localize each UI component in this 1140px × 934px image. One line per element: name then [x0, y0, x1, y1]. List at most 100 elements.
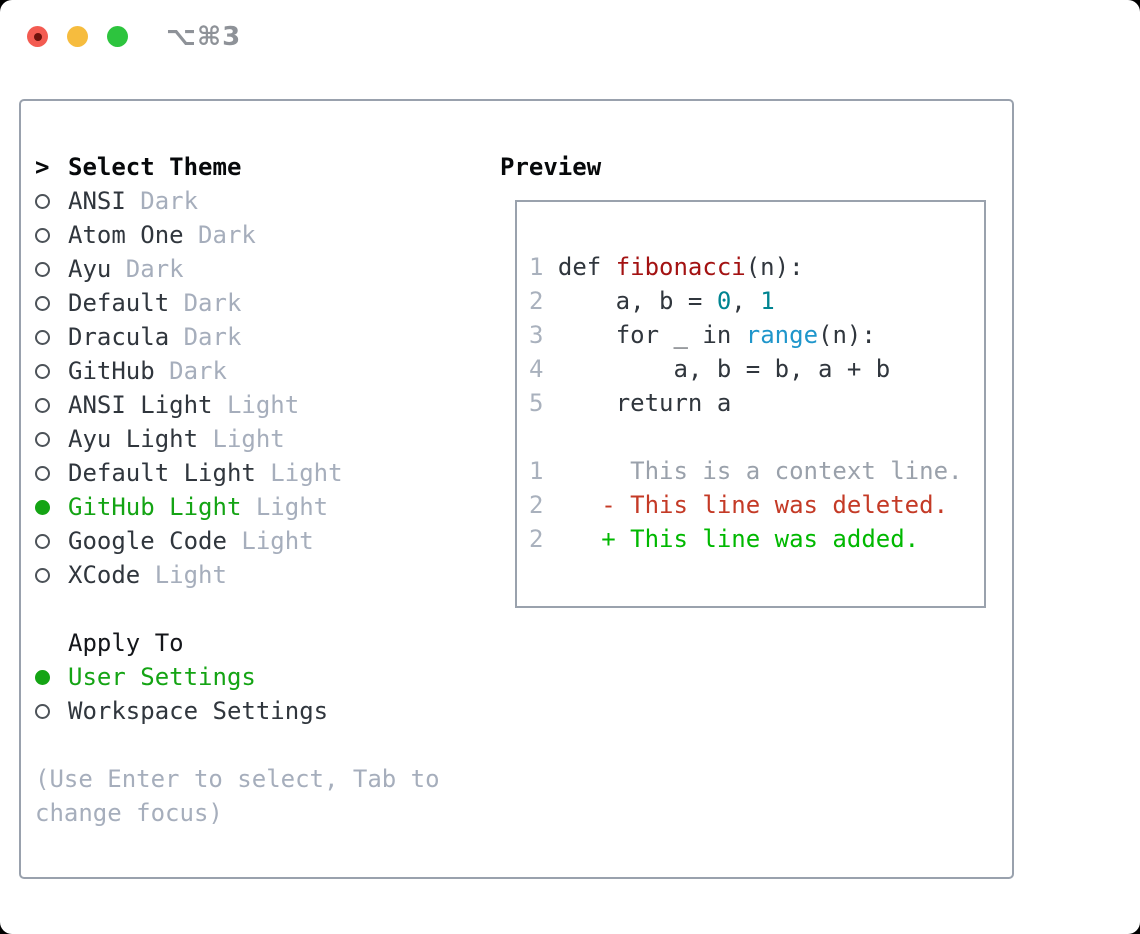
line-number: 2 — [529, 491, 544, 519]
zoom-button[interactable] — [107, 26, 128, 47]
theme-variant-label: Light — [212, 391, 300, 419]
theme-variant-label: Dark — [154, 357, 227, 385]
radio-cell — [35, 388, 68, 422]
theme-option-dracula[interactable]: Dracula Dark — [35, 320, 440, 354]
radio-icon — [35, 330, 50, 345]
theme-option-google-code[interactable]: Google Code Light — [35, 524, 440, 558]
theme-name: Google Code — [68, 527, 227, 555]
radio-icon — [35, 228, 50, 243]
theme-option-ayu-light[interactable]: Ayu Light Light — [35, 422, 440, 456]
radio-cell — [35, 490, 68, 524]
theme-option-ansi[interactable]: ANSI Dark — [35, 184, 440, 218]
radio-cell — [35, 320, 68, 354]
theme-option-github-light[interactable]: GitHub Light Light — [35, 490, 440, 524]
theme-option-github[interactable]: GitHub Dark — [35, 354, 440, 388]
radio-icon — [35, 398, 50, 413]
radio-cell — [35, 252, 68, 286]
theme-variant-label: Dark — [169, 323, 242, 351]
theme-option-xcode[interactable]: XCode Light — [35, 558, 440, 592]
code-token-kw: def — [557, 253, 616, 281]
preview-line: 1 This is a context line. — [529, 454, 984, 488]
radio-cell — [35, 354, 68, 388]
radio-icon — [35, 466, 50, 481]
code-token-plain — [543, 525, 601, 553]
radio-icon — [35, 194, 50, 209]
code-token-plain: a — [702, 389, 732, 417]
code-token-plain — [543, 491, 601, 519]
code-token-kw: return — [615, 389, 703, 417]
theme-name: Atom One — [68, 221, 184, 249]
spacer — [35, 728, 440, 762]
preview-line: 5 return a — [529, 386, 984, 420]
minimize-button[interactable] — [67, 26, 88, 47]
preview-line: 1 def fibonacci(n): — [529, 250, 984, 284]
apply-option-user-settings[interactable]: User Settings — [35, 660, 440, 694]
code-token-plain — [543, 389, 615, 417]
code-token-plain: a, b = — [543, 287, 717, 315]
close-button[interactable] — [27, 26, 48, 47]
select-theme-header: >Select Theme — [35, 150, 440, 184]
code-token-del: - This line was deleted. — [601, 491, 949, 519]
theme-option-default[interactable]: Default Dark — [35, 286, 440, 320]
theme-option-default-light[interactable]: Default Light Light — [35, 456, 440, 490]
theme-name: XCode — [68, 561, 141, 589]
theme-name: Dracula — [68, 323, 170, 351]
theme-name: Default Light — [68, 459, 256, 487]
code-token-builtin: range — [745, 321, 819, 349]
code-token-num: 1 — [760, 287, 775, 315]
apply-to-title: Apply To — [68, 629, 184, 657]
preview-line — [529, 420, 984, 454]
radio-icon — [35, 262, 50, 277]
theme-variant-label: Light — [140, 561, 227, 589]
radio-cell — [35, 694, 68, 728]
radio-icon — [35, 568, 50, 583]
line-number: 1 — [529, 253, 544, 281]
code-token-plain: , — [731, 287, 761, 315]
preview-line: 2 a, b = 0, 1 — [529, 284, 984, 318]
radio-icon — [35, 364, 50, 379]
line-number: 1 — [529, 457, 544, 485]
radio-icon — [35, 704, 50, 719]
code-token-fn: fibonacci — [615, 253, 746, 281]
code-token-plain: _ — [659, 321, 703, 349]
theme-variant-label: Dark — [125, 187, 199, 215]
theme-option-atom-one[interactable]: Atom One Dark — [35, 218, 440, 252]
line-number: 2 — [529, 287, 544, 315]
radio-selected-icon — [35, 670, 50, 685]
theme-variant-label: Light — [255, 459, 343, 487]
code-token-kw: in — [702, 321, 732, 349]
theme-variant-label: Dark — [169, 289, 242, 317]
theme-option-ansi-light[interactable]: ANSI Light Light — [35, 388, 440, 422]
apply-to-header: Apply To — [35, 626, 440, 660]
code-token-kw: for — [615, 321, 660, 349]
code-token-plain: (n): — [818, 321, 876, 349]
radio-cell — [35, 184, 68, 218]
preview-line: 2 - This line was deleted. — [529, 488, 984, 522]
theme-variant-label: Light — [226, 527, 314, 555]
theme-name: Ayu Light — [68, 425, 199, 453]
titlebar: ⌥⌘3 — [0, 0, 1140, 74]
theme-option-ayu[interactable]: Ayu Dark — [35, 252, 440, 286]
apply-option-label: User Settings — [68, 663, 256, 691]
theme-name: Default — [68, 289, 170, 317]
theme-name: ANSI — [68, 187, 126, 215]
radio-cell — [35, 286, 68, 320]
close-dot-icon — [33, 32, 42, 41]
code-token-plain — [731, 321, 745, 349]
theme-name: Ayu — [68, 255, 112, 283]
theme-name: ANSI Light — [68, 391, 213, 419]
radio-icon — [35, 432, 50, 447]
radio-cell — [35, 660, 68, 694]
code-token-ctx: This is a context line. — [543, 457, 963, 485]
apply-option-workspace-settings[interactable]: Workspace Settings — [35, 694, 440, 728]
apply-option-label: Workspace Settings — [68, 697, 329, 725]
theme-variant-label: Light — [241, 493, 329, 521]
radio-cell — [35, 218, 68, 252]
prompt-caret-icon: > — [35, 153, 50, 181]
line-number: 4 — [529, 355, 544, 383]
line-number: 2 — [529, 525, 544, 553]
